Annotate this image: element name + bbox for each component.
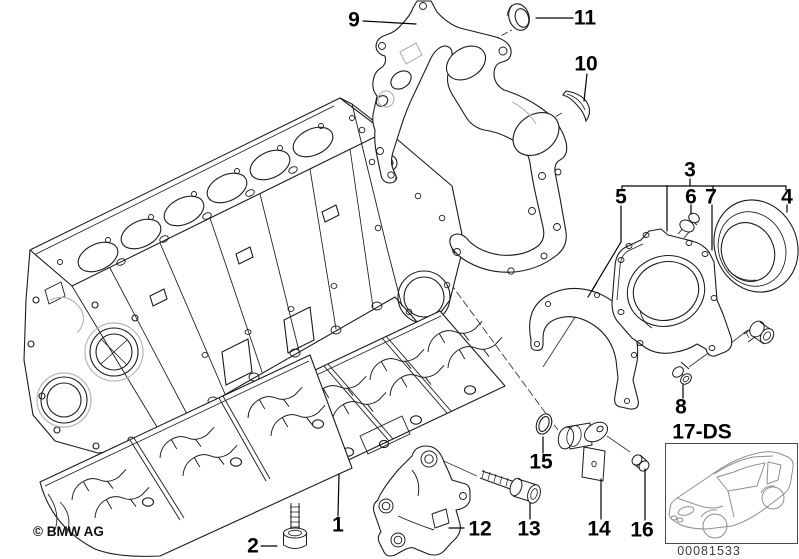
- callout-number: 11: [573, 6, 597, 30]
- dowel-part8: [672, 361, 692, 385]
- engine-block-drawing: [23, 97, 465, 454]
- o-ring-part15: [535, 413, 553, 435]
- callout-8[interactable]: 8: [675, 397, 687, 418]
- vehicle-thumbnail-box[interactable]: [665, 443, 798, 544]
- callout-number: 12: [468, 517, 492, 541]
- callout-number: 10: [574, 52, 598, 76]
- callout-17DS[interactable]: 17-DS: [672, 422, 732, 443]
- timing-case-gasket-part9: [372, 0, 568, 275]
- cup-plug-part11: [506, 3, 530, 31]
- image-number: 00081533: [677, 544, 741, 558]
- callout-number: 1: [332, 513, 344, 537]
- crankshaft-sensor-part14: [557, 421, 609, 482]
- bolt-part13: [479, 469, 541, 504]
- end-cover-part7: [611, 228, 733, 357]
- screw-part16: [631, 454, 650, 472]
- callout-number: 5: [615, 185, 627, 209]
- callout-6[interactable]: 6: [685, 187, 697, 208]
- bolt-part7-lower: [743, 320, 775, 345]
- vehicle-thumbnail: [668, 451, 794, 539]
- callout-number: 17-DS: [672, 420, 732, 444]
- cylinder-bores: [77, 126, 334, 273]
- bedplate-lower-tray: [39, 354, 353, 557]
- callout-15[interactable]: 15: [529, 452, 552, 473]
- callout-11[interactable]: 11: [574, 8, 596, 29]
- callout-number: 3: [684, 158, 696, 182]
- support-bracket-part12: [372, 445, 471, 557]
- callout-number: 14: [587, 517, 611, 541]
- callout-number: 15: [529, 450, 553, 474]
- callout-14[interactable]: 14: [587, 519, 610, 540]
- half-moon-seal-part10: [562, 90, 591, 123]
- callout-10[interactable]: 10: [574, 54, 597, 75]
- callout-number: 6: [685, 185, 697, 209]
- callout-number: 7: [705, 185, 717, 209]
- callout-number: 4: [781, 185, 793, 209]
- callout-2[interactable]: 2: [247, 536, 259, 557]
- callout-number: 16: [630, 518, 654, 542]
- callout-12[interactable]: 12: [468, 519, 491, 540]
- callout-number: 9: [348, 8, 360, 32]
- callout-number: 13: [517, 517, 541, 541]
- callout-13[interactable]: 13: [517, 519, 540, 540]
- callout-4[interactable]: 4: [781, 187, 793, 208]
- callout-7[interactable]: 7: [705, 187, 717, 208]
- callout-1[interactable]: 1: [332, 515, 344, 536]
- callout-9[interactable]: 9: [348, 10, 360, 31]
- callout-5[interactable]: 5: [615, 187, 627, 208]
- bolt-part6: [677, 212, 700, 239]
- callout-number: 8: [675, 395, 687, 419]
- copyright-notice: © BMW AG: [33, 524, 104, 539]
- shaft-seal-part4: [713, 199, 799, 293]
- callout-3[interactable]: 3: [684, 160, 696, 181]
- callout-leader-lines: [260, 17, 788, 547]
- block-front-face: [27, 281, 139, 450]
- callout-16[interactable]: 16: [630, 520, 653, 541]
- bolt-part2: [283, 503, 307, 549]
- callout-number: 2: [247, 534, 259, 558]
